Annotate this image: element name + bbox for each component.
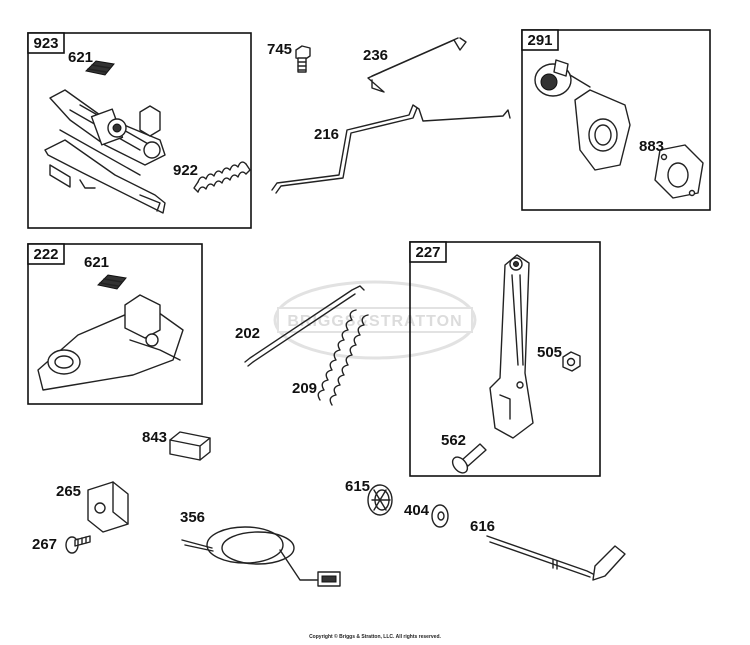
label-216: 216	[314, 126, 339, 143]
label-616: 616	[470, 518, 495, 535]
part-control-bracket-assembly[interactable]	[44, 89, 166, 214]
part-236-link[interactable]	[367, 37, 467, 93]
group-291[interactable]: 291	[521, 29, 711, 211]
label-615: 615	[345, 478, 370, 495]
group-227-label: 227	[415, 244, 440, 261]
label-265: 265	[56, 483, 81, 500]
part-505-nut[interactable]	[562, 351, 581, 372]
label-562: 562	[441, 432, 466, 449]
part-404-washer[interactable]	[431, 504, 449, 528]
part-222-bracket-plate[interactable]	[37, 294, 184, 391]
part-843-grommet[interactable]	[169, 431, 211, 461]
part-267-screw[interactable]	[65, 535, 91, 554]
group-222-label: 222	[33, 246, 58, 263]
label-621-b: 621	[84, 254, 109, 271]
part-615-gear[interactable]	[367, 484, 393, 516]
label-267: 267	[32, 536, 57, 553]
group-222[interactable]: 222	[27, 243, 203, 405]
group-227[interactable]: 227	[409, 241, 601, 477]
part-202-link[interactable]	[244, 285, 365, 367]
label-883: 883	[639, 138, 664, 155]
part-265-clamp[interactable]	[87, 481, 129, 533]
part-621-clip-b[interactable]	[96, 274, 127, 290]
part-922-spring[interactable]	[193, 161, 251, 193]
watermark-text: BRIGGS&STRATTON	[287, 313, 462, 330]
part-356-wire-harness[interactable]	[181, 526, 341, 587]
part-209-spring[interactable]	[317, 309, 369, 406]
part-745-screw[interactable]	[295, 45, 311, 73]
label-505: 505	[537, 344, 562, 361]
label-404: 404	[404, 502, 430, 519]
label-745: 745	[267, 41, 292, 58]
part-616-shaft[interactable]	[486, 535, 626, 581]
part-621-clip-a[interactable]	[84, 60, 115, 76]
label-922: 922	[173, 162, 198, 179]
label-236: 236	[363, 47, 388, 64]
label-843: 843	[142, 429, 167, 446]
group-291-label: 291	[527, 32, 552, 49]
copyright-notice: Copyright © Briggs & Stratton, LLC. All …	[309, 634, 441, 640]
label-202: 202	[235, 325, 260, 342]
group-923[interactable]: 923	[27, 32, 252, 229]
label-209: 209	[292, 380, 317, 397]
part-883-gasket[interactable]	[654, 144, 704, 199]
label-621-a: 621	[68, 49, 93, 66]
label-356: 356	[180, 509, 205, 526]
briggs-stratton-watermark: BRIGGS&STRATTON	[273, 280, 477, 360]
part-216-link[interactable]	[271, 104, 511, 194]
group-923-label: 923	[33, 35, 58, 52]
part-291-switch-assembly[interactable]	[534, 59, 631, 171]
part-562-bolt[interactable]	[450, 443, 487, 476]
part-227-governor-lever[interactable]	[489, 254, 534, 439]
